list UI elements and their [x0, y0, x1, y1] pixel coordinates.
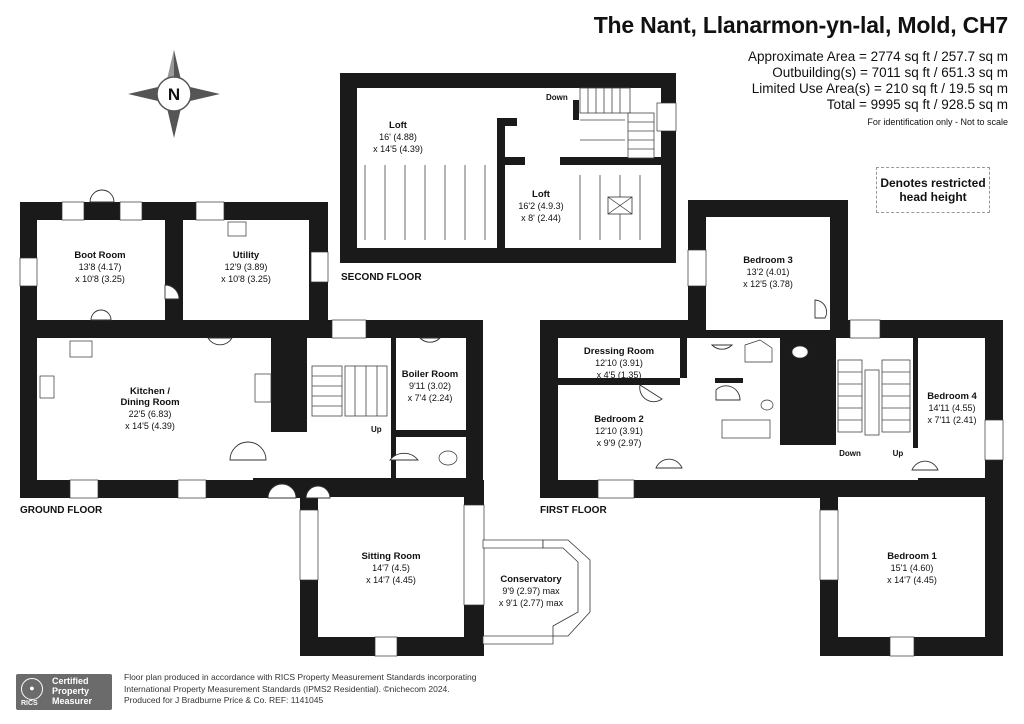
property-title: The Nant, Llanarmon-yn-lal, Mold, CH7: [593, 12, 1008, 38]
ground-floor-plan: Up Boot Room 13'8 (4.17) x 10'8 (3.25) U…: [19, 189, 591, 657]
compass-rose-icon: N: [128, 50, 220, 138]
loft-2-name: Loft: [532, 189, 551, 200]
boot-room-dim1: 13'8 (4.17): [79, 262, 122, 272]
footer-line-3: Produced for J Bradburne Price & Co. REF…: [124, 695, 324, 705]
legend-line-1: Denotes restricted: [880, 176, 986, 190]
bedroom-4-dim1: 14'11 (4.55): [928, 403, 975, 413]
rics-word: RICS: [21, 700, 38, 707]
bedroom-4-name: Bedroom 4: [927, 391, 977, 402]
footer-notes: Floor plan produced in accordance with R…: [124, 672, 476, 707]
dressing-room-dim1: 12'10 (3.91): [595, 358, 643, 368]
utility-dim1: 12'9 (3.89): [225, 262, 268, 272]
boiler-room-name: Boiler Room: [402, 369, 458, 380]
bedroom-3-name: Bedroom 3: [743, 255, 793, 266]
loft-2-dim2: x 8' (2.44): [521, 213, 561, 223]
disclaimer: For identification only - Not to scale: [867, 117, 1008, 127]
badge-line-2: Property: [52, 686, 90, 696]
sitting-room-dim2: x 14'7 (4.45): [366, 575, 416, 585]
second-floor-plan: Down Loft 16' (4.88) x 14'5 (4.39) Loft …: [340, 73, 677, 283]
bedroom-1-dim2: x 14'7 (4.45): [887, 575, 937, 585]
stair-label-up-ground: Up: [371, 425, 382, 434]
bedroom-2-dim1: 12'10 (3.91): [595, 426, 643, 436]
boot-room-name: Boot Room: [74, 250, 125, 261]
kitchen-name-1: Kitchen /: [130, 386, 170, 397]
bedroom-1-dim1: 15'1 (4.60): [891, 563, 934, 573]
legend-line-2: head height: [899, 190, 967, 204]
ground-floor-label: GROUND FLOOR: [20, 505, 103, 516]
footer-line-1: Floor plan produced in accordance with R…: [124, 672, 477, 682]
conservatory-dim1: 9'9 (2.97) max: [502, 586, 560, 596]
first-floor-plan: Down Up Dressing Room 12'10 (3.91) x 4'5…: [540, 200, 1004, 657]
kitchen-name-2: Dining Room: [120, 397, 179, 408]
loft-2-dim1: 16'2 (4.9.3): [518, 201, 563, 211]
bedroom-3-dim2: x 12'5 (3.78): [743, 279, 793, 289]
boot-room-dim2: x 10'8 (3.25): [75, 274, 125, 284]
loft-1-name: Loft: [389, 120, 408, 131]
stair-label-down-first: Down: [839, 449, 861, 458]
footer: ● RICS Certified Property Measurer Floor…: [16, 672, 616, 712]
badge-line-3: Measurer: [52, 696, 93, 706]
footer-line-2: International Property Measurement Stand…: [124, 683, 450, 694]
utility-name: Utility: [233, 250, 260, 261]
loft-1-dim2: x 14'5 (4.39): [373, 144, 423, 154]
stair-label-down-second: Down: [546, 93, 568, 102]
bedroom-1-name: Bedroom 1: [887, 551, 937, 562]
conservatory-outline: [482, 539, 591, 645]
stair-label-up-first: Up: [893, 449, 904, 458]
restricted-height-legend: Denotes restricted head height: [876, 167, 990, 213]
rics-logo-icon: ●: [21, 678, 43, 700]
first-floor-label: FIRST FLOOR: [540, 505, 607, 516]
loft-1-dim1: 16' (4.88): [379, 132, 417, 142]
sitting-room-name: Sitting Room: [361, 551, 420, 562]
second-floor-label: SECOND FLOOR: [341, 272, 422, 283]
compass-north-label: N: [168, 85, 180, 104]
area-approximate: Approximate Area = 2774 sq ft / 257.7 sq…: [747, 49, 1008, 64]
bedroom-4-dim2: x 7'11 (2.41): [927, 415, 976, 425]
utility-dim2: x 10'8 (3.25): [221, 274, 271, 284]
boiler-room-dim2: x 7'4 (2.24): [408, 393, 453, 403]
bedroom-3-dim1: 13'2 (4.01): [747, 267, 790, 277]
area-limited-use: Limited Use Area(s) = 210 sq ft / 19.5 s…: [751, 81, 1008, 96]
plan-header: The Nant, Llanarmon-yn-lal, Mold, CH7 Ap…: [594, 12, 1008, 127]
boiler-room-dim1: 9'11 (3.02): [409, 381, 451, 391]
area-outbuildings: Outbuilding(s) = 7011 sq ft / 651.3 sq m: [772, 65, 1008, 80]
conservatory-name: Conservatory: [500, 574, 562, 585]
badge-line-1: Certified: [52, 676, 89, 686]
rics-badge-text: Certified Property Measurer: [52, 676, 92, 706]
sitting-room-dim1: 14'7 (4.5): [372, 563, 410, 573]
rics-certified-badge: ● RICS Certified Property Measurer: [16, 674, 112, 710]
dressing-room-name: Dressing Room: [584, 346, 654, 357]
conservatory-dim2: x 9'1 (2.77) max: [499, 598, 564, 608]
bedroom-2-name: Bedroom 2: [594, 414, 644, 425]
bedroom-2-dim2: x 9'9 (2.97): [597, 438, 642, 448]
kitchen-dim2: x 14'5 (4.39): [125, 421, 175, 431]
dressing-room-dim2: x 4'5 (1.35): [597, 370, 642, 380]
kitchen-dim1: 22'5 (6.83): [129, 409, 172, 419]
area-total: Total = 9995 sq ft / 928.5 sq m: [826, 97, 1008, 112]
